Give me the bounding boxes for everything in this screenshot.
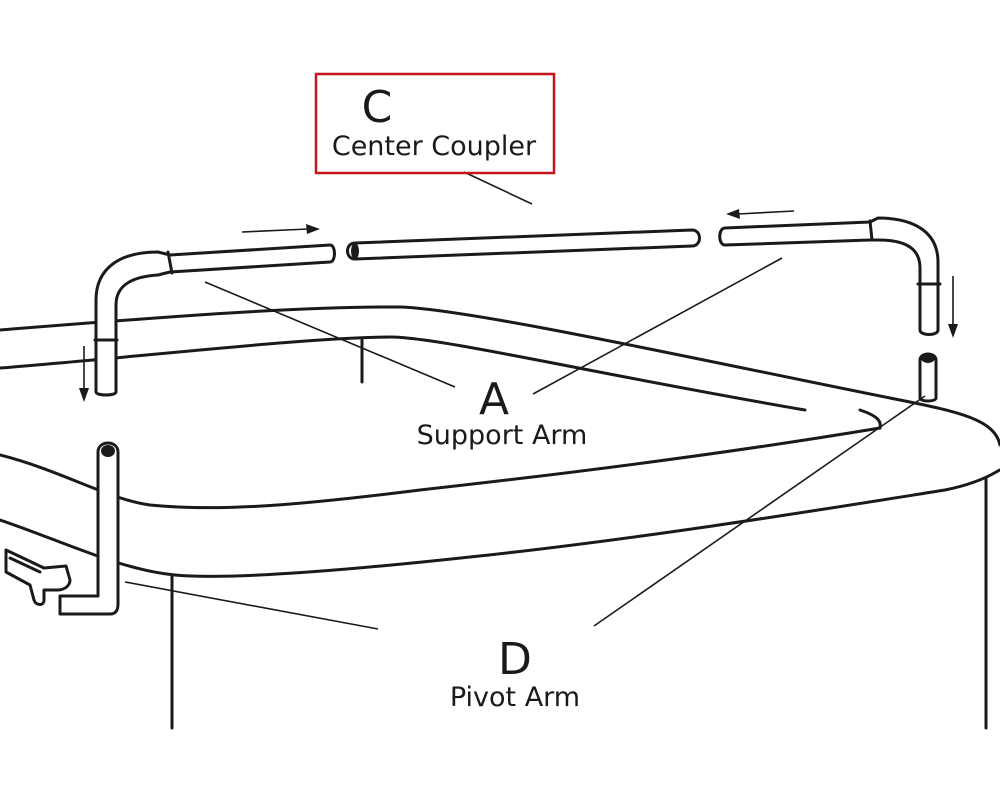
arrow-right-icon bbox=[241, 224, 320, 234]
center-coupler-tube bbox=[346, 228, 701, 261]
leader-line-coupler bbox=[463, 171, 533, 205]
label-pivot-arm: Pivot Arm bbox=[450, 682, 580, 713]
callout-pivot-arm: D Pivot Arm bbox=[450, 634, 580, 713]
label-support-arm: Support Arm bbox=[417, 420, 588, 451]
label-letter-d: D bbox=[498, 634, 532, 685]
left-support-arm bbox=[93, 243, 336, 397]
arrow-down-icon bbox=[79, 346, 89, 402]
highlight-box bbox=[314, 72, 556, 175]
right-pivot-arm bbox=[918, 352, 938, 403]
callout-center-coupler: C Center Coupler bbox=[314, 72, 556, 175]
label-letter-a: A bbox=[479, 374, 509, 425]
arrow-down-icon bbox=[948, 276, 958, 338]
callout-support-arm: A Support Arm bbox=[417, 374, 588, 451]
arrow-left-icon bbox=[726, 209, 795, 219]
leader-line-support-right bbox=[532, 257, 783, 395]
left-pivot-arm bbox=[4, 441, 120, 616]
leader-line-support-left bbox=[204, 281, 456, 388]
leader-line-pivot-right bbox=[593, 395, 926, 627]
direction-arrows bbox=[79, 209, 958, 402]
label-letter-c: C bbox=[362, 82, 393, 133]
right-support-arm bbox=[718, 216, 942, 336]
leader-lines bbox=[124, 171, 926, 630]
label-center-coupler: Center Coupler bbox=[332, 131, 537, 162]
leader-line-pivot-left bbox=[124, 581, 379, 630]
